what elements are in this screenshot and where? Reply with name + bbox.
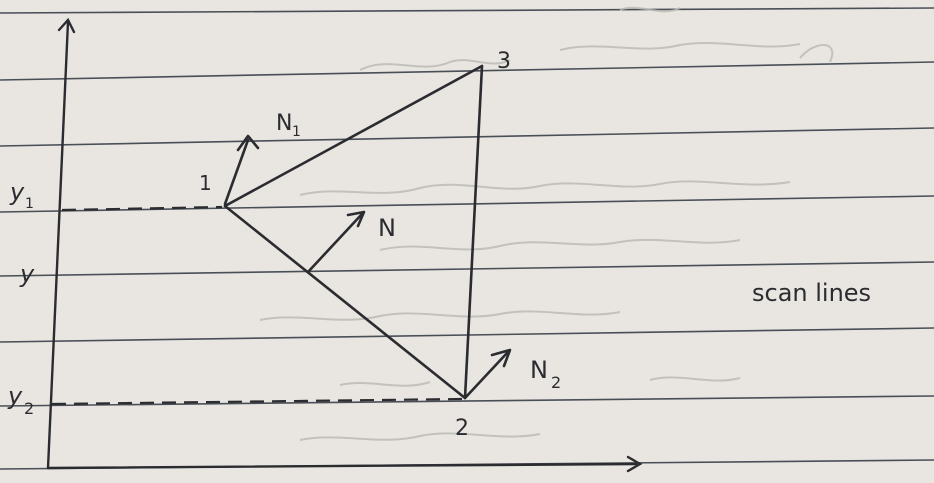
- x-axis-arrowhead: [626, 455, 643, 473]
- ruled-line: [0, 7, 934, 14]
- normal-n-label: N: [378, 214, 396, 242]
- triangle: [223, 64, 484, 400]
- normal-n2-arrow: [463, 351, 509, 400]
- edge-3-2: [463, 64, 484, 400]
- y2-dashed-line: [51, 397, 463, 406]
- ruled-line: [0, 395, 934, 407]
- vertex-1-label: 1: [199, 171, 212, 195]
- normal-n2-letter: N: [530, 356, 548, 384]
- ruled-line: [0, 261, 934, 277]
- edge-1-3: [223, 64, 484, 208]
- dashed-projections: [51, 205, 463, 406]
- normal-n1-label: N 1: [276, 111, 301, 140]
- y1-label: y 1: [9, 178, 34, 212]
- y2-subscript: 2: [24, 399, 34, 418]
- x-axis: [46, 462, 638, 470]
- ruled-line: [0, 61, 934, 81]
- edge-1-2: [223, 204, 467, 400]
- normal-n1-subscript: 1: [292, 124, 301, 140]
- vertex-3-label: 3: [497, 49, 511, 74]
- normal-n2-label: N 2: [530, 356, 561, 392]
- normal-vectors: [223, 134, 512, 400]
- normal-n2-subscript: 2: [551, 373, 561, 392]
- y2-letter: y: [7, 382, 23, 410]
- scan-lines-label: scan lines: [752, 279, 871, 307]
- y2-label: y 2: [7, 382, 34, 418]
- normal-n1-arrow: [223, 138, 250, 206]
- normal-n2-arrowhead: [490, 348, 512, 368]
- axes: [46, 17, 643, 473]
- y-label: y: [19, 260, 35, 288]
- y1-subscript: 1: [25, 196, 34, 212]
- ruled-lines: [0, 7, 934, 470]
- normal-n-arrow: [306, 212, 364, 274]
- y1-letter: y: [9, 178, 25, 206]
- y1-dashed-line: [61, 205, 223, 212]
- y-axis: [46, 20, 70, 470]
- bleed-through-marks: [259, 6, 834, 441]
- normal-n1-arrowhead: [236, 134, 260, 152]
- normal-n-arrowhead: [346, 210, 366, 228]
- normal-n1-letter: N: [276, 111, 292, 136]
- y-axis-arrowhead: [57, 17, 76, 34]
- ruled-line: [0, 127, 934, 147]
- vertex-2-label: 2: [455, 416, 469, 441]
